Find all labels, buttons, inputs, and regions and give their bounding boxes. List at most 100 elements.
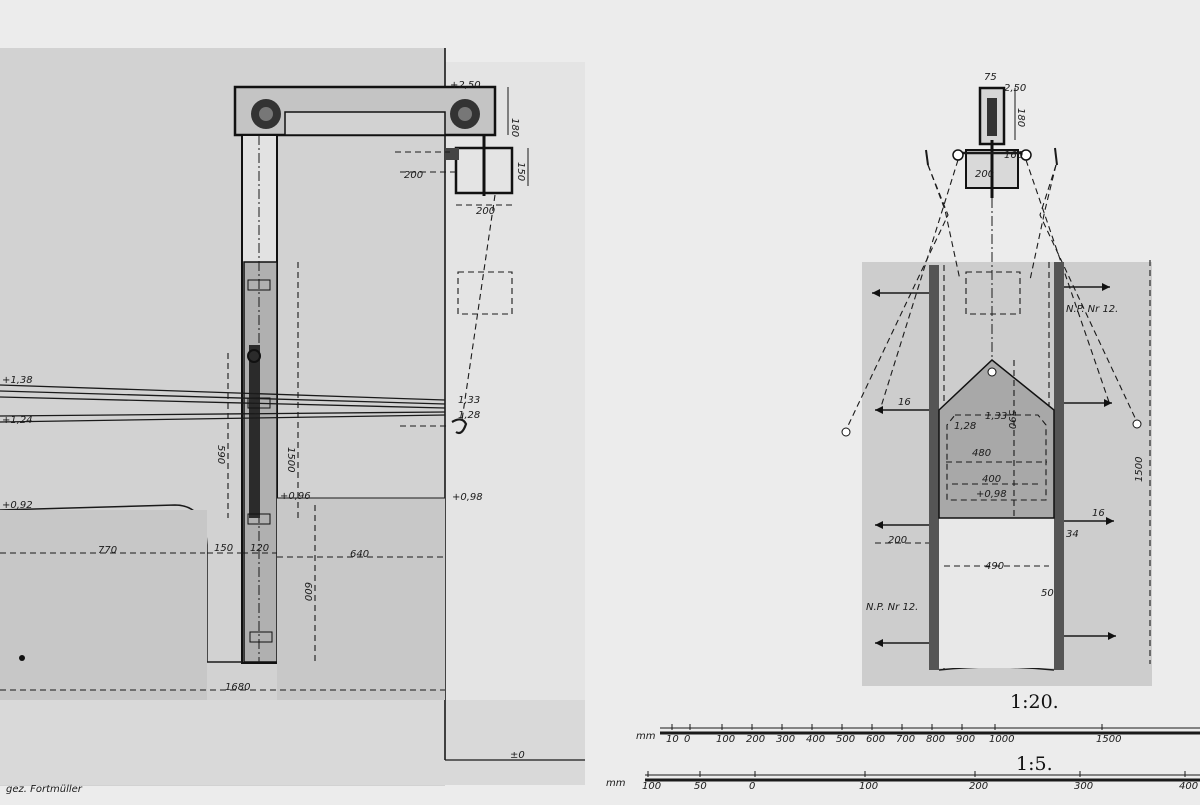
scale-1-tick-label: 300 bbox=[776, 734, 795, 745]
left-light-strip bbox=[445, 62, 585, 784]
label-dim-34: 34 bbox=[1066, 529, 1079, 540]
label-dim-75: 75 bbox=[984, 72, 997, 83]
rope-left-diagonal bbox=[879, 159, 959, 411]
scale-1-label: 1:20. bbox=[1010, 691, 1059, 713]
arrowhead-right-4 bbox=[1108, 632, 1116, 640]
clamp-bottom bbox=[249, 631, 273, 643]
label-dim-150: 150 bbox=[214, 543, 233, 554]
scale-1-tick-label: 400 bbox=[806, 734, 825, 745]
label-bracket-width-a: 200 bbox=[404, 170, 423, 181]
scale-2-ticks: 100 50 0 100 200 300 400 bbox=[642, 771, 1198, 792]
sill-block bbox=[0, 510, 207, 700]
signature: gez. Fortmüller bbox=[6, 784, 83, 795]
scale-1-tick-label: 100 bbox=[716, 734, 735, 745]
label-dim-1500-front: 1500 bbox=[1134, 457, 1145, 482]
gate-shield bbox=[938, 359, 1055, 519]
water-line-5 bbox=[0, 414, 446, 423]
rod-eye bbox=[247, 349, 261, 363]
scale-2-unit: mm bbox=[606, 778, 626, 789]
arrowhead-right-2 bbox=[1104, 399, 1112, 407]
hook-top-right bbox=[1054, 147, 1058, 166]
scale-2-tick-label: 50 bbox=[694, 781, 707, 792]
scale-2-tick-label: 200 bbox=[969, 781, 988, 792]
scale-2-tick-label: 300 bbox=[1074, 781, 1093, 792]
label-front-level-top: 2,50 bbox=[1004, 83, 1026, 94]
bracket-mount bbox=[445, 148, 459, 160]
channel-opening bbox=[939, 518, 1054, 668]
rope-right-diagonal bbox=[1025, 159, 1111, 406]
scale-1-tick-label: 1000 bbox=[989, 734, 1014, 745]
water-line-4 bbox=[0, 411, 446, 417]
arrowhead-left-4 bbox=[875, 639, 883, 647]
scale-1-tick-label: 200 bbox=[746, 734, 765, 745]
clamp-top bbox=[247, 279, 271, 291]
label-bracket-width-b: 200 bbox=[476, 206, 495, 217]
label-opening-width: 400 bbox=[982, 474, 1001, 485]
label-dim-590: 590 bbox=[215, 445, 226, 464]
scale-2-tick-label: 0 bbox=[749, 781, 755, 792]
label-gate-sill: +0,98 bbox=[976, 489, 1007, 500]
label-profile-top: N.P. Nr 12. bbox=[1066, 304, 1118, 315]
scale-1-tick-label: 500 bbox=[836, 734, 855, 745]
label-sill-mid: +0,96 bbox=[280, 491, 311, 502]
guide-channel-left bbox=[929, 265, 939, 670]
label-level-top: +2,50 bbox=[450, 80, 481, 91]
label-dim-200-left: 200 bbox=[888, 535, 907, 546]
label-gate-level-1: 1,33 bbox=[985, 411, 1007, 422]
label-bracket-height: 150 bbox=[515, 162, 526, 181]
hook-top-left bbox=[925, 149, 929, 166]
gate-lift-eye bbox=[987, 367, 997, 377]
pulley-left bbox=[952, 149, 964, 161]
label-dim-50: 50 bbox=[1041, 588, 1054, 599]
label-dim-180-front: 180 bbox=[1015, 108, 1026, 127]
scale-2-tick-label: 100 bbox=[642, 781, 661, 792]
scale-2-tick-label: 100 bbox=[859, 781, 878, 792]
label-water-left-1: +1,38 bbox=[2, 375, 33, 386]
rope-eye-left bbox=[841, 427, 851, 437]
arrowhead-left-2 bbox=[875, 406, 883, 414]
rope-path bbox=[461, 194, 496, 421]
label-profile-bottom: N.P. Nr 12. bbox=[866, 602, 918, 613]
label-dim-160: 160 bbox=[1004, 150, 1023, 161]
label-gate-level-2: 1,28 bbox=[954, 421, 976, 432]
label-water-left-2: +1,24 bbox=[2, 415, 33, 426]
gate-rod bbox=[249, 345, 260, 518]
arrowhead-right-1 bbox=[1102, 283, 1110, 291]
scale-1-tick-label: 10 bbox=[666, 734, 679, 745]
label-water-right-1: 1,33 bbox=[458, 395, 480, 406]
rope-left-outer bbox=[845, 164, 949, 431]
label-dim-1500: 1500 bbox=[285, 447, 296, 472]
guide-post-lower bbox=[243, 261, 278, 663]
label-sill-left: +0,92 bbox=[2, 500, 33, 511]
channel-floor bbox=[277, 498, 445, 700]
right-front-view: 75 2,50 180 160 200 N.P. Nr 12. 16 16 1,… bbox=[841, 72, 1151, 671]
scale-1-tick-label: 800 bbox=[926, 734, 945, 745]
scale-1-tick-label: 700 bbox=[896, 734, 915, 745]
counterweight-outline bbox=[457, 271, 513, 315]
scale-1-unit: mm bbox=[636, 731, 656, 742]
arrowhead-left-3 bbox=[875, 521, 883, 529]
scale-1-tick-label: 1500 bbox=[1096, 734, 1121, 745]
roller-hub-right bbox=[458, 107, 472, 121]
label-dim-770: 770 bbox=[98, 545, 117, 556]
clamp-low bbox=[247, 513, 271, 525]
label-frame-height: 180 bbox=[509, 118, 520, 137]
label-gate-width: 480 bbox=[972, 448, 991, 459]
frame-inner-cutout bbox=[284, 111, 446, 136]
label-sill-right: +0,98 bbox=[452, 492, 483, 503]
top-roller-wheel bbox=[987, 98, 997, 136]
counterweight-outline-front bbox=[965, 271, 1021, 315]
scale-2-label: 1:5. bbox=[1016, 753, 1053, 775]
label-water-right-2: 1,28 bbox=[458, 410, 480, 421]
label-dim-1680: 1680 bbox=[225, 682, 250, 693]
label-dim-120: 120 bbox=[250, 543, 269, 554]
scale-2-tick-label: 400 bbox=[1179, 781, 1198, 792]
scale-1-tick-label: 900 bbox=[956, 734, 975, 745]
scale-1-tick-label: 0 bbox=[684, 734, 690, 745]
water-line-2 bbox=[0, 390, 446, 405]
mark-dot bbox=[19, 655, 25, 661]
label-dim-640: 640 bbox=[350, 549, 369, 560]
